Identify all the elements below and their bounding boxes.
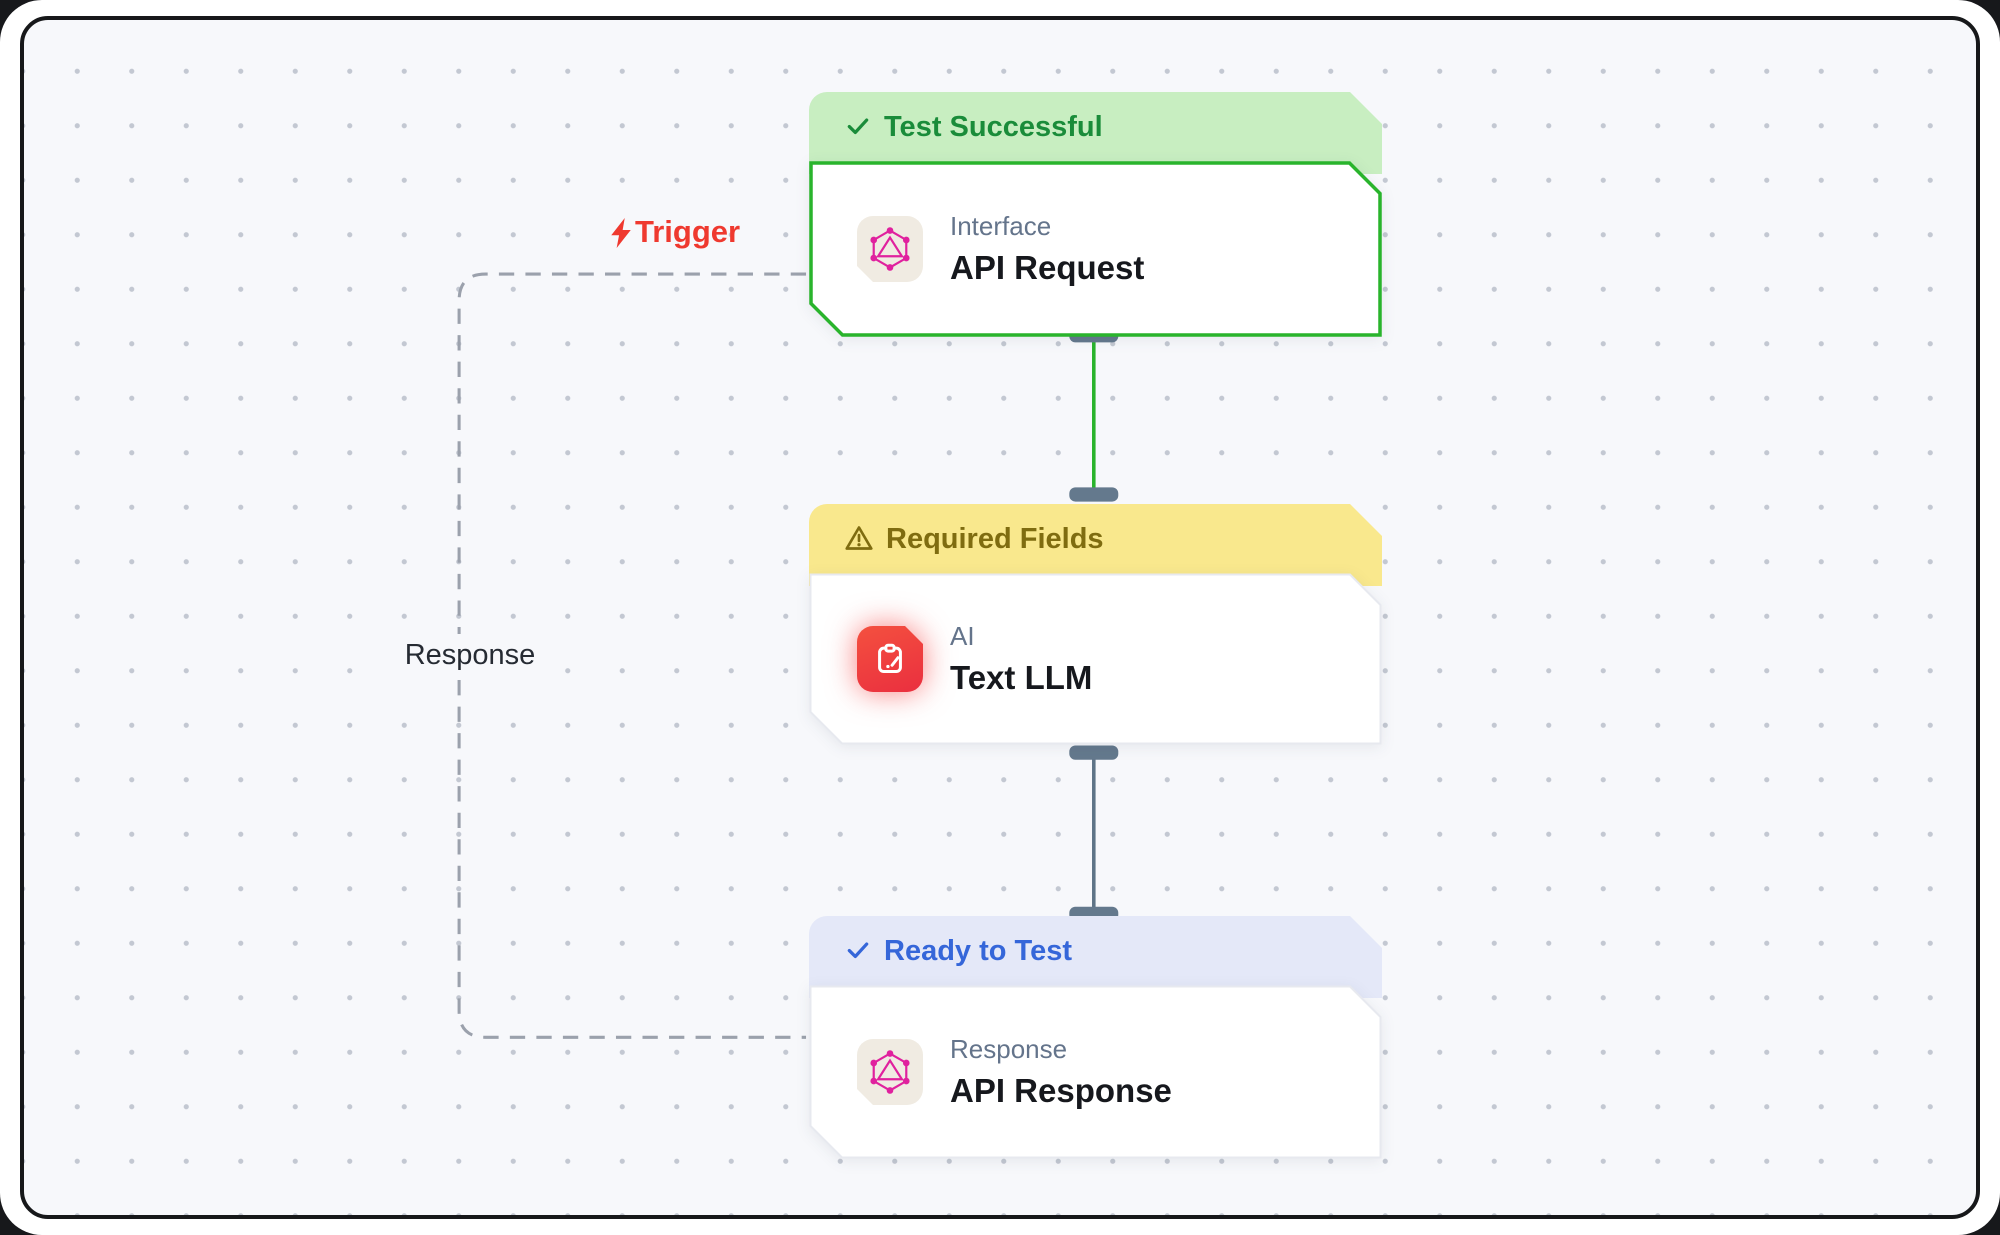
warning-icon (845, 525, 873, 551)
handle-text-llm-input[interactable] (1069, 487, 1119, 502)
graphql-icon (857, 216, 923, 282)
node-text-llm[interactable]: Required Fields (809, 504, 1382, 750)
node-title: API Request (950, 249, 1145, 286)
workflow-canvas[interactable]: Trigger Response Test Successful (20, 16, 1980, 1219)
card-outline (809, 161, 1382, 337)
card-outline (809, 573, 1382, 745)
response-edge-label: Response (400, 634, 540, 676)
trigger-label: Trigger (610, 214, 740, 250)
status-label: Ready to Test (884, 935, 1073, 967)
status-label: Test Successful (884, 111, 1103, 143)
node-status-header: Required Fields (809, 504, 1382, 586)
status-label: Required Fields (886, 523, 1104, 555)
node-status-header: Test Successful (809, 92, 1382, 174)
node-title: Text LLM (950, 659, 1093, 696)
check-icon (845, 937, 871, 963)
lightning-icon (611, 218, 631, 248)
graphql-icon (857, 1039, 923, 1105)
node-api-response[interactable]: Ready to Test (809, 916, 1382, 1162)
node-category: Interface (950, 211, 1052, 241)
node-category: Response (950, 1034, 1068, 1064)
clipboard-pencil-icon (857, 626, 923, 692)
node-title: API Response (950, 1072, 1172, 1109)
card-outline (809, 985, 1382, 1159)
node-category: AI (950, 621, 975, 651)
node-api-request[interactable]: Test Successful (809, 92, 1382, 338)
check-icon (845, 113, 871, 139)
node-status-header: Ready to Test (809, 916, 1382, 998)
